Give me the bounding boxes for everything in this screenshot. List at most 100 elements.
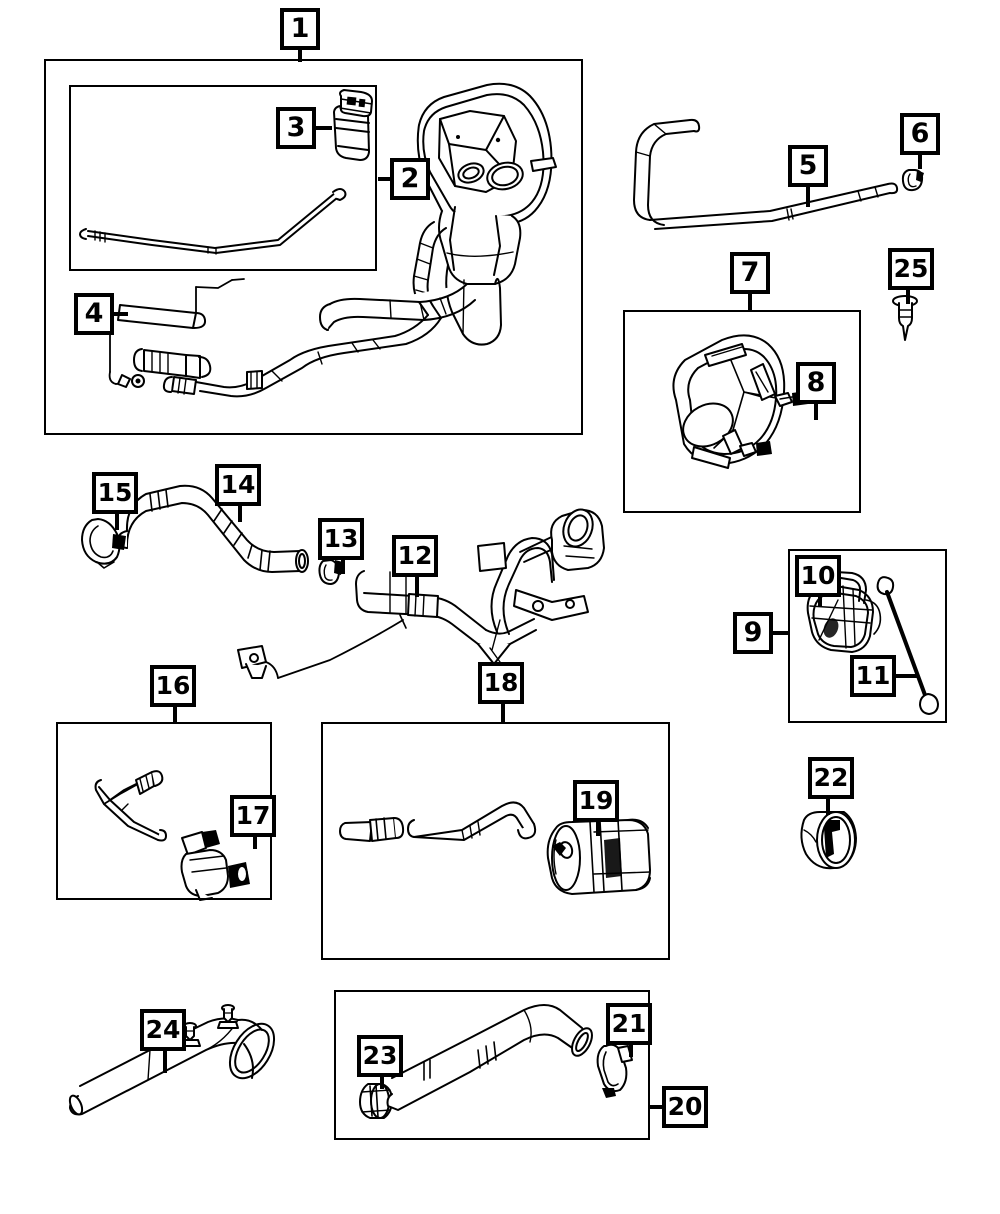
group-panel-7 [623,310,861,513]
callout-number-text: 3 [286,111,306,143]
part-19-filter-canister [546,818,651,895]
callout-number-text: 25 [893,253,929,283]
part-21-clamp [596,1043,633,1098]
callout-label-12[interactable]: 12 [392,535,438,577]
part-25-push-pin [892,295,918,341]
leader-line-22 [826,799,830,815]
group-panel-18 [321,722,670,960]
callout-number-text: 15 [97,477,133,507]
leader-line-7 [748,294,752,312]
part-23-clamp [359,1083,393,1119]
part-13-clamp [318,559,343,585]
leader-line-1 [298,50,302,62]
part-20-hose [386,1004,593,1111]
callout-label-11[interactable]: 11 [850,655,896,697]
leader-line-10 [818,597,822,607]
group-panel-9 [788,549,947,723]
callout-label-7[interactable]: 7 [730,252,770,294]
callout-label-1[interactable]: 1 [280,8,320,50]
leader-line-24 [163,1051,167,1073]
callout-number-text: 20 [667,1091,703,1121]
leader-line-8 [814,404,818,420]
leader-line-2 [378,177,392,181]
part-3-connector [333,89,373,161]
callout-label-3[interactable]: 3 [276,107,316,149]
leader-line-5 [806,187,810,207]
callout-number-text: 14 [220,469,256,499]
callout-number-text: 23 [362,1040,398,1070]
part-24-lower-tube [68,1004,276,1116]
callout-number-text: 4 [84,297,104,329]
leader-line-13 [341,560,345,574]
part-16-vapor-hose [94,770,167,842]
vapor-tube-detail [79,188,347,255]
callout-label-18[interactable]: 18 [478,662,524,704]
part-17-valve [180,830,250,901]
leader-line-3 [316,126,332,130]
group-panel-1 [69,85,377,271]
leader-line-18 [501,704,505,722]
callout-label-15[interactable]: 15 [92,472,138,514]
part-18-hose [407,801,537,841]
part-11-tether-strap [876,576,939,715]
leader-line-12 [415,577,419,597]
leader-line-14 [238,506,242,522]
leader-line-4 [114,312,128,316]
leader-line-17 [253,837,257,849]
callout-number-text: 21 [611,1008,647,1038]
callout-label-4[interactable]: 4 [74,293,114,335]
callout-number-text: 11 [855,660,891,690]
group-panel-1 [44,59,583,435]
callout-label-20[interactable]: 20 [662,1086,708,1128]
callout-label-14[interactable]: 14 [215,464,261,506]
callout-label-6[interactable]: 6 [900,113,940,155]
callout-label-8[interactable]: 8 [796,362,836,404]
callout-label-2[interactable]: 2 [390,158,430,200]
callout-number-text: 6 [910,117,930,149]
leader-line-6 [918,155,922,169]
leader-line-11 [896,674,918,678]
callout-label-19[interactable]: 19 [573,780,619,822]
leader-line-20 [650,1105,664,1109]
callout-number-text: 2 [400,162,420,194]
callout-label-10[interactable]: 10 [795,555,841,597]
callout-label-25[interactable]: 25 [888,248,934,290]
callout-label-22[interactable]: 22 [808,757,854,799]
callout-label-24[interactable]: 24 [140,1009,186,1051]
leader-line-16 [173,707,177,723]
part-2-filler-neck-housing [133,82,557,398]
callout-label-23[interactable]: 23 [357,1035,403,1077]
callout-number-text: 10 [800,560,836,590]
callout-label-21[interactable]: 21 [606,1003,652,1045]
callout-number-text: 19 [578,785,614,815]
callout-label-5[interactable]: 5 [788,145,828,187]
callout-label-17[interactable]: 17 [230,795,276,837]
group-panel-20 [334,990,650,1140]
leader-line-21 [629,1045,633,1057]
callout-label-13[interactable]: 13 [318,518,364,560]
callout-label-9[interactable]: 9 [733,612,773,654]
callout-number-text: 17 [235,800,271,830]
callout-number-text: 7 [740,256,760,288]
callout-number-text: 9 [743,616,763,648]
callout-label-16[interactable]: 16 [150,665,196,707]
callout-number-text: 1 [290,12,310,44]
callout-number-text: 5 [798,149,818,181]
part-6-clamp [901,169,924,192]
leader-line-19 [596,822,600,836]
leader-line-9 [773,631,789,635]
callout-number-text: 22 [813,762,849,792]
callout-number-text: 18 [483,667,519,697]
part-14-filler-hose [117,484,309,573]
part-22-grommet [800,811,857,870]
callout-number-text: 16 [155,670,191,700]
callout-number-text: 24 [145,1014,181,1044]
callout-number-text: 13 [323,523,359,553]
part-12-filler-tube [237,508,605,679]
leader-line-23 [380,1077,384,1089]
callout-number-text: 12 [397,540,433,570]
leader-line-25 [906,290,910,304]
callout-number-text: 8 [806,366,826,398]
